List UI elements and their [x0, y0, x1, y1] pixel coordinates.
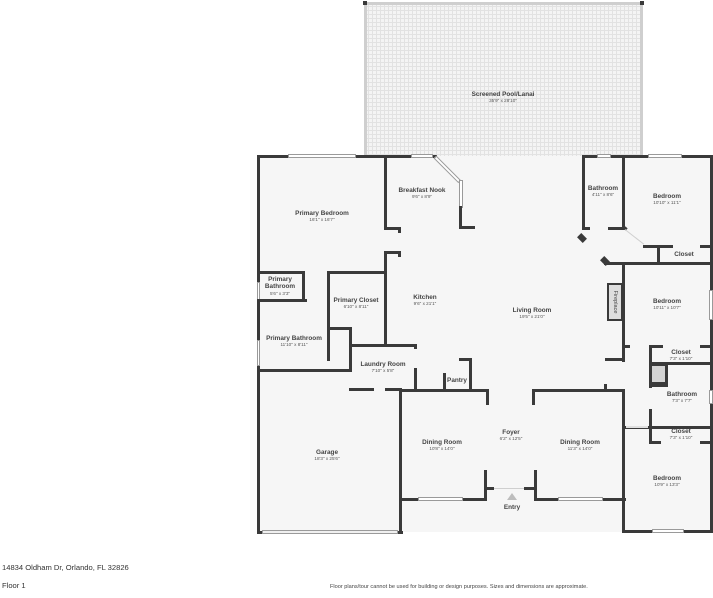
property-address: 14834 Oldham Dr, Orlando, FL 32826: [2, 563, 129, 572]
room-label-closet-top: Closet: [674, 251, 694, 258]
main-floor: [258, 156, 712, 532]
entry-arrow-icon: [507, 493, 517, 500]
room-label-pantry: Pantry: [447, 377, 467, 384]
room-label-entry: Entry: [503, 504, 521, 511]
fireplace: Fireplace: [607, 283, 623, 321]
disclaimer: Floor plans/tour cannot be used for buil…: [330, 584, 588, 590]
floor-label: Floor 1: [2, 581, 26, 590]
